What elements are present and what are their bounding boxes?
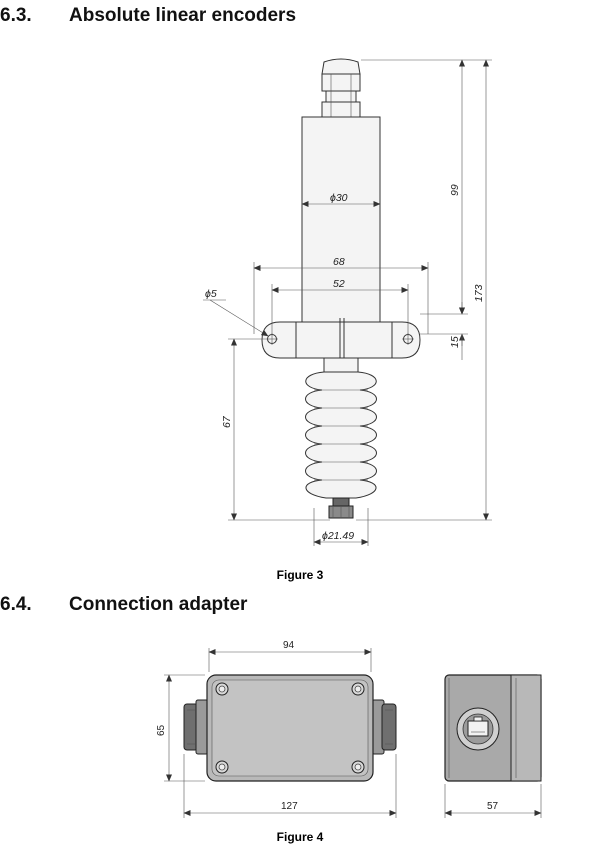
dim-inner-width: 52 — [271, 278, 409, 334]
dim-height: 65 — [156, 674, 205, 782]
encoder-body — [301, 116, 381, 323]
dim-flange-height: 15 — [420, 302, 468, 360]
connector-left — [183, 699, 209, 755]
dim-upper-height: 99 — [361, 59, 468, 315]
dim-body-diameter: ϕ30 — [301, 192, 381, 207]
rj45-port-icon — [456, 707, 500, 751]
dim-total-height: 173 — [356, 59, 492, 521]
svg-text:173: 173 — [473, 284, 485, 302]
neck — [323, 357, 359, 373]
svg-text:ϕ21.49: ϕ21.49 — [322, 530, 354, 542]
dim-width-top: 94 — [208, 640, 372, 672]
figure-3-caption: Figure 3 — [276, 568, 324, 582]
rod-end — [328, 497, 354, 519]
svg-text:ϕ30: ϕ30 — [330, 192, 348, 204]
svg-text:99: 99 — [449, 184, 461, 196]
svg-text:65: 65 — [156, 724, 167, 736]
figure-4-caption: Figure 4 — [276, 830, 324, 844]
svg-text:ϕ5: ϕ5 — [205, 288, 217, 300]
section-number: 6.4. — [0, 594, 32, 615]
section-title: Connection adapter — [69, 594, 248, 615]
svg-text:57: 57 — [487, 801, 499, 812]
svg-text:68: 68 — [333, 256, 345, 268]
connector-right — [371, 699, 397, 755]
svg-text:15: 15 — [449, 336, 461, 348]
section-heading-6-4: 6.4. Connection adapter — [0, 594, 400, 618]
bellows — [305, 371, 377, 499]
dim-rod-diameter: ϕ21.49 — [313, 508, 369, 546]
dim-hole-diameter: ϕ5 — [203, 288, 269, 337]
adapter-front-view: 94 65 127 — [156, 640, 397, 818]
dim-outer-width: 68 — [253, 256, 429, 334]
housing-screws — [215, 682, 365, 774]
svg-text:94: 94 — [283, 640, 295, 651]
dim-lower-height: 67 — [221, 338, 330, 521]
section-number: 6.3. — [0, 5, 32, 26]
mounting-hole-right — [402, 333, 414, 345]
section-heading-6-3: 6.3. Absolute linear encoders — [0, 5, 400, 29]
svg-text:127: 127 — [281, 801, 298, 812]
mounting-flange — [261, 318, 421, 362]
dim-depth: 57 — [444, 784, 542, 818]
encoder-drawing: ϕ30 68 52 ϕ5 99 — [203, 58, 492, 546]
svg-text:52: 52 — [333, 278, 345, 290]
svg-text:67: 67 — [221, 415, 233, 428]
section-title: Absolute linear encoders — [69, 5, 297, 26]
dim-width-bottom: 127 — [183, 754, 397, 818]
adapter-side-view: 57 — [444, 674, 542, 818]
cable-gland — [321, 58, 361, 118]
mounting-hole-left — [266, 333, 278, 345]
